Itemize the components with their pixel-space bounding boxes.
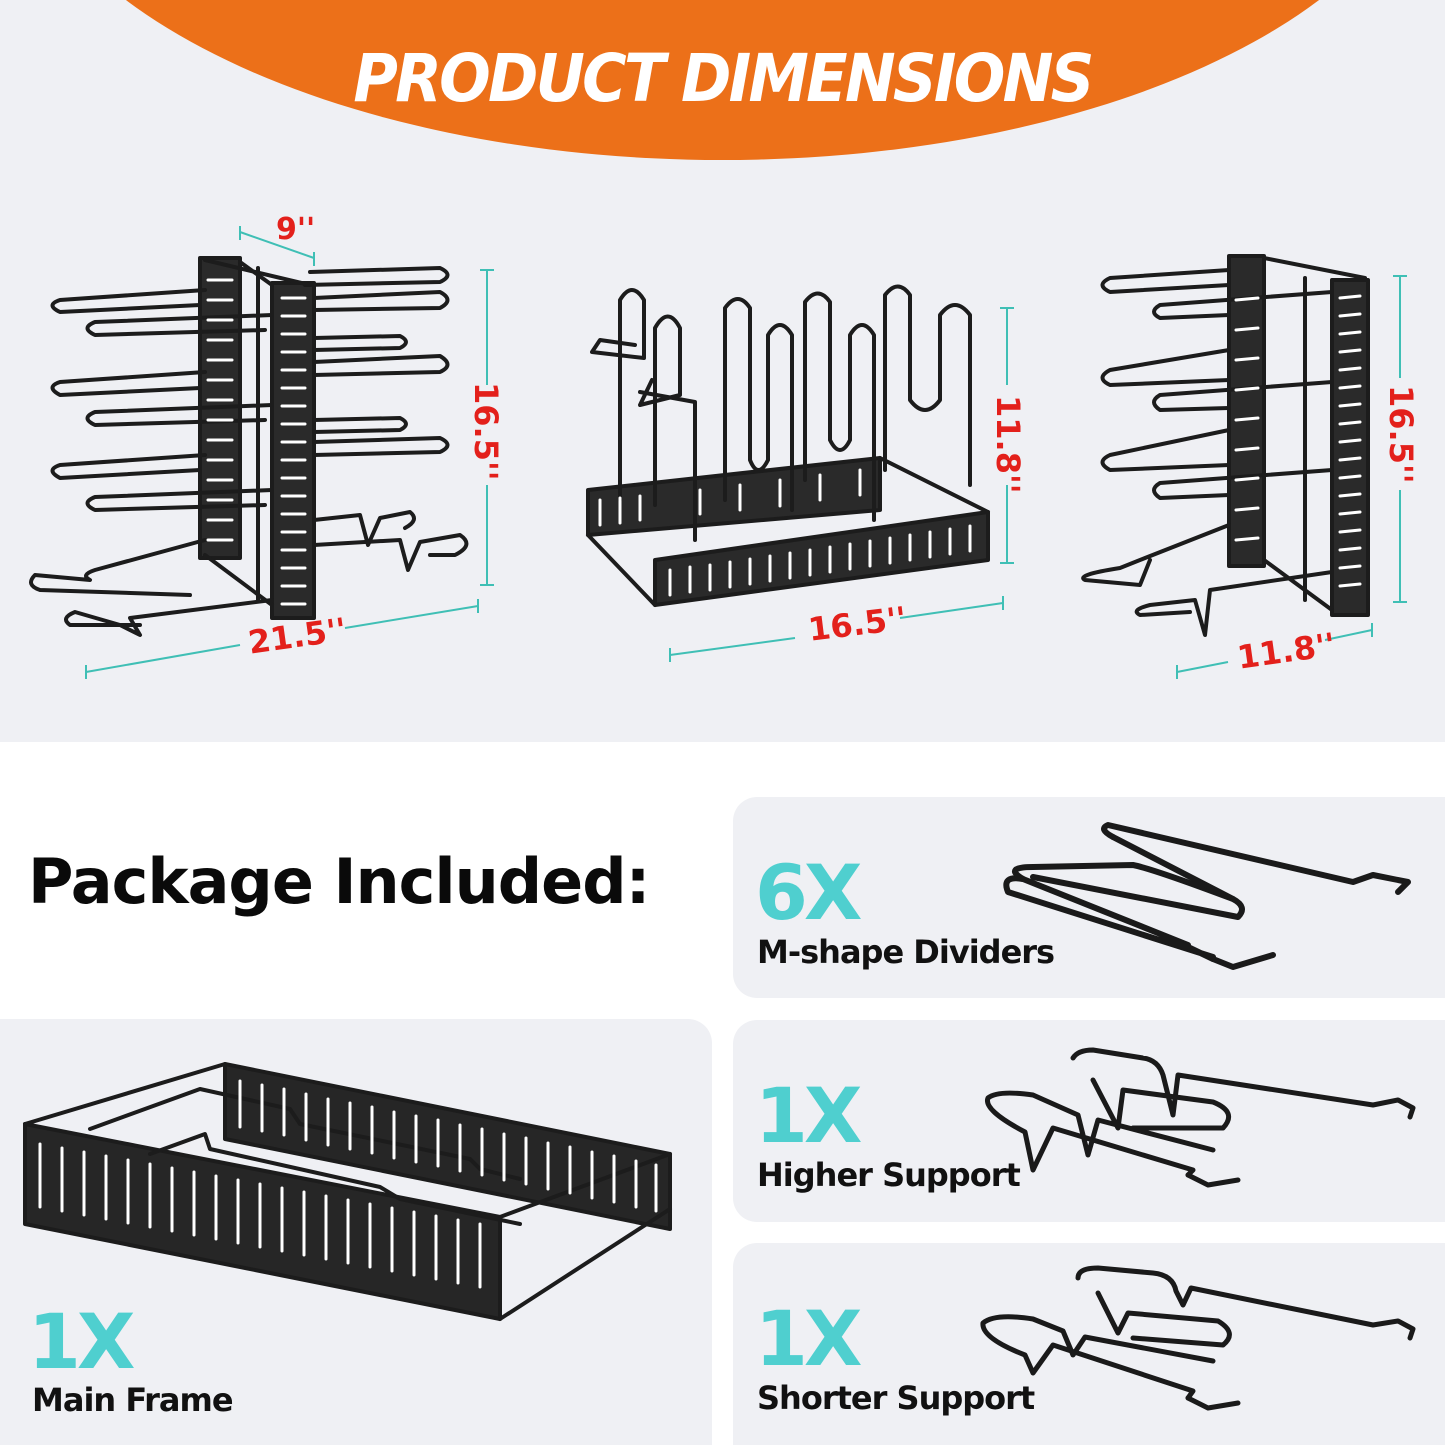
m-shape-divider-illustration bbox=[1003, 822, 1411, 970]
item-quantity: 1X bbox=[755, 1294, 863, 1383]
product-dimensions-section: PRODUCT DIMENSIONS bbox=[0, 0, 1445, 742]
item-name: M-shape Dividers bbox=[757, 933, 1055, 971]
package-included-title: Package Included: bbox=[28, 845, 650, 918]
item-name: Main Frame bbox=[32, 1381, 234, 1419]
higher-support-illustration bbox=[985, 1047, 1416, 1188]
height-label-view2: 11.8'' bbox=[989, 395, 1027, 494]
package-item-higher-support: 1X Higher Support bbox=[733, 1020, 1445, 1222]
package-item-shorter-support: 1X Shorter Support bbox=[733, 1243, 1445, 1445]
height-label-view3: 16.5'' bbox=[1382, 385, 1420, 484]
height-label-view1: 16.5'' bbox=[467, 382, 505, 481]
main-frame-illustration bbox=[23, 1062, 672, 1321]
shorter-support-illustration bbox=[980, 1265, 1416, 1411]
section-title: PRODUCT DIMENSIONS bbox=[353, 40, 1094, 117]
package-item-main-frame: 1X Main Frame bbox=[0, 1019, 712, 1445]
item-quantity: 1X bbox=[28, 1297, 136, 1386]
rack-vertical-front-illustration bbox=[29, 226, 1407, 679]
item-quantity: 1X bbox=[755, 1071, 863, 1160]
depth-label-view1: 9'' bbox=[276, 212, 316, 247]
item-quantity: 6X bbox=[755, 848, 863, 937]
package-item-dividers: 6X M-shape Dividers bbox=[733, 797, 1445, 998]
item-name: Higher Support bbox=[757, 1156, 1021, 1194]
item-name: Shorter Support bbox=[757, 1379, 1035, 1417]
